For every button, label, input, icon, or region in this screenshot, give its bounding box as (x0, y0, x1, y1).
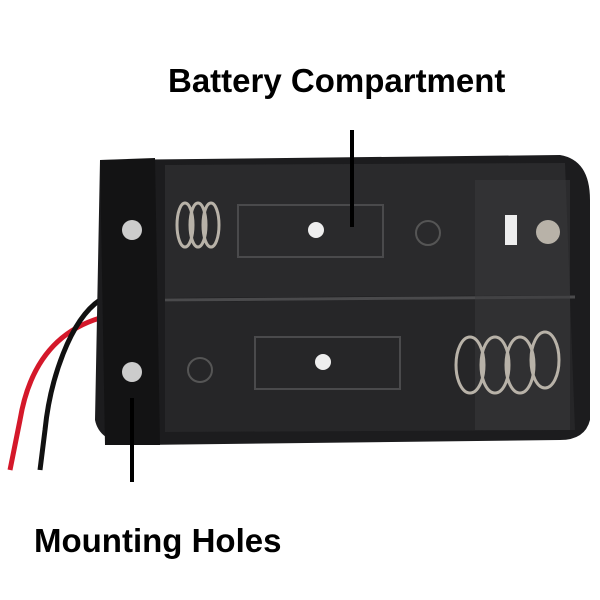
spring-bottom (454, 330, 561, 395)
wires (7, 297, 102, 471)
center-hole-bottom (315, 354, 331, 370)
spring-top (175, 201, 221, 249)
mounting-hole-bottom (122, 362, 142, 382)
contact-button (536, 220, 560, 244)
battery-compartment-label: Battery Compartment (168, 62, 506, 99)
plus-symbol-icon (187, 357, 213, 383)
center-hole-top (308, 222, 324, 238)
plus-symbol-icon (415, 220, 441, 246)
mounting-hole-top (122, 220, 142, 240)
battery-holder (95, 155, 590, 445)
mounting-holes-label: Mounting Holes (34, 522, 282, 559)
